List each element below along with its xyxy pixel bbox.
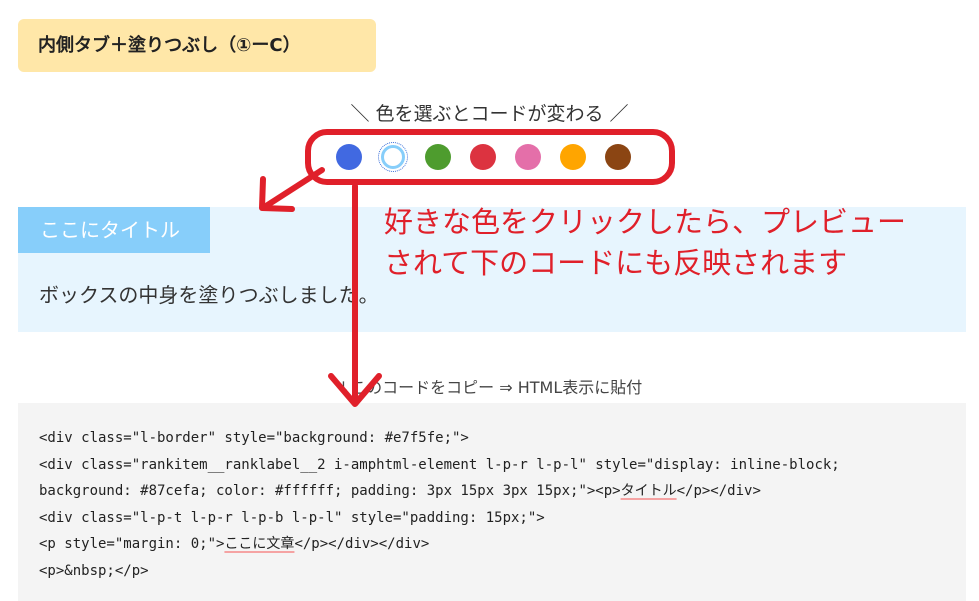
code-fragment: </p></div> <box>676 483 761 499</box>
section-heading: 内側タブ＋塗りつぶし（①ーC） <box>18 19 376 72</box>
code-fragment: background: #87cefa; color: #ffffff; pad… <box>39 483 621 499</box>
arrow-head-icon <box>328 373 382 407</box>
color-swatch-pink[interactable] <box>515 144 541 170</box>
code-line: <div class="l-border" style="background:… <box>39 430 469 446</box>
annotation-text: 好きな色をクリックしたら、プレビュー されて下のコードにも反映されます <box>384 202 974 284</box>
color-picker-hint: ＼ 色を選ぶとコードが変わる ／ <box>350 103 629 125</box>
preview-box: ここにタイトル ボックスの中身を塗りつぶしました。 <box>18 207 966 332</box>
color-swatch-light-blue[interactable] <box>378 142 408 172</box>
code-line: <div class="l-p-t l-p-r l-p-b l-p-l" sty… <box>39 509 545 526</box>
arrow-head-icon <box>259 176 295 212</box>
annotation-line: されて下のコードにも反映されます <box>384 246 848 280</box>
code-fragment: <p style="margin: 0;"> <box>39 536 225 552</box>
code-line: <div class="rankitem__ranklabel__2 i-amp… <box>39 456 840 473</box>
preview-body-text: ボックスの中身を塗りつぶしました。 <box>39 283 379 307</box>
arrow-to-preview-icon <box>263 167 325 209</box>
code-fragment-underlined: タイトル <box>620 483 677 499</box>
code-fragment: </p></div></div> <box>294 536 430 552</box>
code-block[interactable]: <div class="l-border" style="background:… <box>18 403 966 601</box>
code-line: <p>&nbsp;</p> <box>39 562 149 579</box>
color-swatch-orange[interactable] <box>560 144 586 170</box>
color-swatch-red[interactable] <box>470 144 496 170</box>
color-swatch-green[interactable] <box>425 144 451 170</box>
annotation-highlight-box <box>305 129 675 185</box>
code-line: background: #87cefa; color: #ffffff; pad… <box>39 478 966 505</box>
annotation-line: 好きな色をクリックしたら、プレビュー <box>384 205 907 239</box>
color-swatch-brown[interactable] <box>605 144 631 170</box>
color-swatch-blue[interactable] <box>336 144 362 170</box>
copy-instruction: ↓このコードをコピー ⇒ HTML表示に貼付 <box>336 378 643 397</box>
preview-title-tab: ここにタイトル <box>18 207 210 253</box>
code-fragment-underlined: ここに文章 <box>224 536 295 552</box>
code-line: <p style="margin: 0;">ここに文章</p></div></d… <box>39 531 966 558</box>
